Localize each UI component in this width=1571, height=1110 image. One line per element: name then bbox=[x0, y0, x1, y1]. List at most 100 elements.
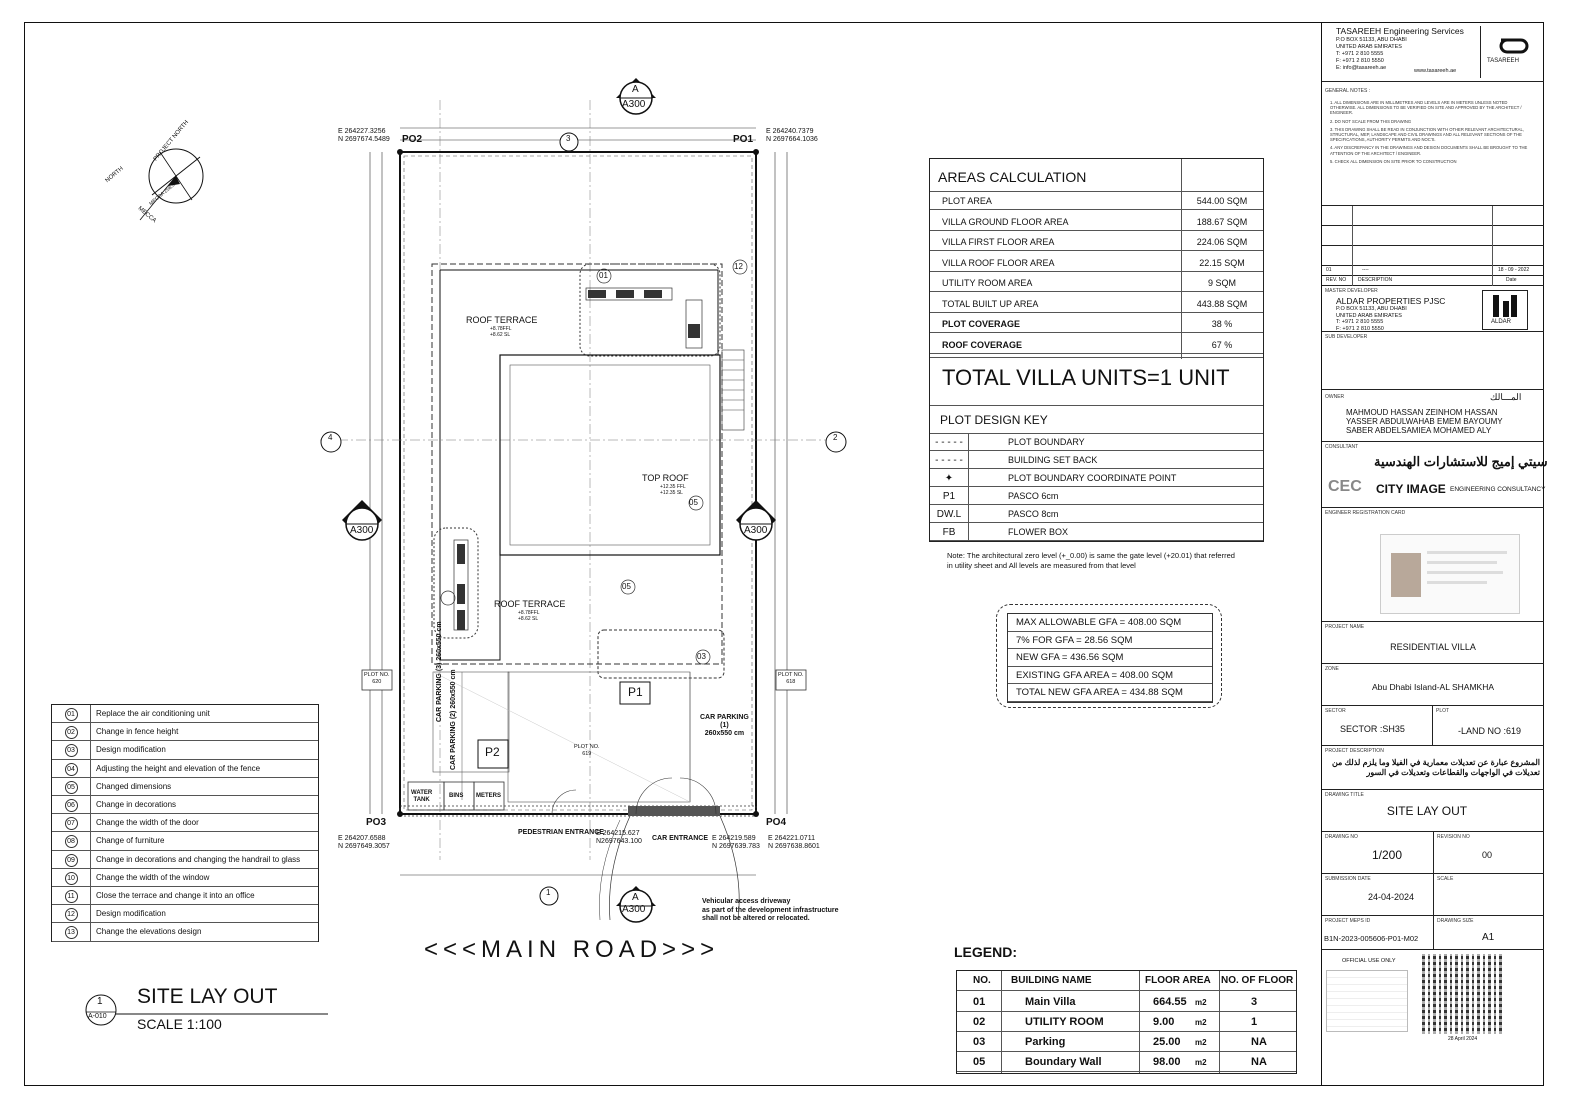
section-a-top-letter: A bbox=[632, 84, 639, 95]
rev-tag: 05 bbox=[689, 498, 698, 507]
areas-title: AREAS CALCULATION bbox=[938, 169, 1087, 185]
drawing-ref-sheet: A-010 bbox=[88, 1013, 107, 1020]
master-developer: MASTER DEVELOPER ALDAR PROPERTIES PJSC P… bbox=[1322, 286, 1544, 332]
p2-marker: P2 bbox=[485, 745, 500, 759]
rev-tag: 03 bbox=[697, 652, 706, 661]
official-use-stamp: OFFICIAL USE ONLY 28 April 2024 bbox=[1322, 950, 1544, 1086]
section-marker-a-top bbox=[616, 78, 656, 115]
drawing-number: DRAWING NO 1/200 REVISION NO 00 bbox=[1322, 832, 1544, 874]
pedestrian-entrance: PEDESTRIAN ENTRANCE bbox=[518, 829, 604, 836]
gfa-row: EXISTING GFA AREA = 408.00 SQM bbox=[1008, 667, 1212, 685]
drawing-frame bbox=[24, 22, 1544, 1086]
car-parking-2: CAR PARKING (2) 260x550 cm bbox=[450, 669, 457, 770]
gfa-row: TOTAL NEW GFA AREA = 434.88 SQM bbox=[1008, 684, 1212, 702]
general-note: 3. THIS DRAWING SHALL BE READ IN CONJUNC… bbox=[1330, 126, 1524, 143]
plot-key-row: ✦PLOT BOUNDARY COORDINATE POINT bbox=[930, 469, 1263, 487]
po1-label: PO1 bbox=[733, 134, 754, 145]
car-parking-3: CAR PARKING (3) 260x550 cm bbox=[436, 621, 443, 722]
meters: METERS bbox=[476, 793, 502, 799]
sub-developer: SUB DEVELOPER bbox=[1322, 332, 1544, 390]
roof-terrace-lower: ROOF TERRACE bbox=[494, 599, 566, 609]
engineer-card: ENGINEER REGISTRATION CARD bbox=[1322, 508, 1544, 622]
drawing-scale: SCALE 1:100 bbox=[137, 1016, 222, 1032]
general-note: 2. DO NOT SCALE FROM THIS DRAWING bbox=[1330, 118, 1412, 124]
building-legend-table: NO. BUILDING NAME FLOOR AREA NO. OF FLOO… bbox=[956, 970, 1297, 1074]
firm-section: TASAREEH Engineering Services P.O BOX 51… bbox=[1322, 22, 1544, 82]
level-upper: +8.78FFL+8.62 SL bbox=[490, 326, 512, 338]
drawing-title: SITE LAY OUT bbox=[137, 985, 278, 1008]
p1-marker: P1 bbox=[628, 685, 643, 699]
car-entrance: CAR ENTRANCE bbox=[652, 835, 708, 842]
plot-620: PLOT NO.620 bbox=[364, 672, 390, 685]
general-notes: GENERAL NOTES : 1. ALL DIMENSIONS ARE IN… bbox=[1322, 82, 1544, 206]
site-plan-drawing bbox=[85, 78, 847, 1026]
total-villa-units: TOTAL VILLA UNITS=1 UNIT bbox=[942, 365, 1230, 390]
section-marker-b-left bbox=[342, 500, 382, 541]
revision-row: 01 ---- 18 - 09 - 2022 bbox=[1322, 266, 1544, 276]
title-block-drawing-title: DRAWING TITLE SITE LAY OUT bbox=[1322, 790, 1544, 832]
top-roof: TOP ROOF bbox=[642, 473, 689, 483]
revision-header: REV. NO DESCRIPTION Date bbox=[1322, 276, 1544, 286]
section-a-bottom-sheet: A300 bbox=[622, 904, 646, 915]
owner-section: OWNER المـــالك MAHMOUD HASSAN ZEINHOM H… bbox=[1322, 390, 1544, 442]
po3-label: PO3 bbox=[366, 817, 387, 828]
project-name: PROJECT NAME RESIDENTIAL VILLA bbox=[1322, 622, 1544, 664]
po2-label: PO2 bbox=[402, 134, 423, 145]
drawing-ref-no: 1 bbox=[97, 996, 103, 1007]
plot-design-key-title: PLOT DESIGN KEY bbox=[940, 413, 1048, 427]
plot-618: PLOT NO.618 bbox=[778, 672, 804, 685]
tasareeh-logo: TASAREEH bbox=[1480, 26, 1545, 78]
roof-terrace-upper: ROOF TERRACE bbox=[466, 315, 538, 325]
project-meps: PROJECT MEPS ID B1N-2023-005606-P01-M02 … bbox=[1322, 916, 1544, 950]
section-marker-a-bottom bbox=[616, 886, 656, 923]
submission-date: SUBMISSION DATE 24-04-2024 SCALE bbox=[1322, 874, 1544, 916]
plot-619: PLOT NO.619 bbox=[574, 744, 600, 757]
general-note: 4. ANY DISCREPANCY IN THE DRAWINGS AND D… bbox=[1330, 145, 1528, 156]
general-note: 5. CHECK ALL DIMENSION ON SITE PRIOR TO … bbox=[1330, 158, 1457, 164]
general-note: 1. ALL DIMENSIONS ARE IN MILLIMETRES AND… bbox=[1330, 100, 1522, 116]
registration-card-image bbox=[1380, 534, 1520, 614]
grid-3: 3 bbox=[566, 134, 571, 143]
rev-tag: 01 bbox=[599, 271, 608, 280]
section-b-left-sheet: A300 bbox=[350, 525, 374, 536]
zone: ZONE Abu Dhabi Island-AL SHAMKHA bbox=[1322, 664, 1544, 706]
north-arrow bbox=[139, 148, 204, 221]
section-b-right-sheet: A300 bbox=[744, 525, 768, 536]
car-parking-1: CAR PARKING(1)260x550 cm bbox=[700, 714, 749, 737]
section-b-right-letter: B bbox=[751, 510, 759, 521]
section-a-top-sheet: A300 bbox=[622, 99, 646, 110]
project-description: PROJECT DESCRIPTION المشروع عبارة عن تعد… bbox=[1322, 746, 1544, 790]
plot-key-row: - - - - -BUILDING SET BACK bbox=[930, 451, 1263, 469]
legend-header: NO. BUILDING NAME FLOOR AREA NO. OF FLOO… bbox=[957, 971, 1296, 991]
section-b-left-letter: B bbox=[357, 510, 365, 521]
main-road-label: <<<MAIN ROAD>>> bbox=[424, 936, 720, 963]
gfa-row: MAX ALLOWABLE GFA = 408.00 SQM bbox=[1008, 614, 1212, 632]
bins: BINS bbox=[449, 793, 464, 799]
